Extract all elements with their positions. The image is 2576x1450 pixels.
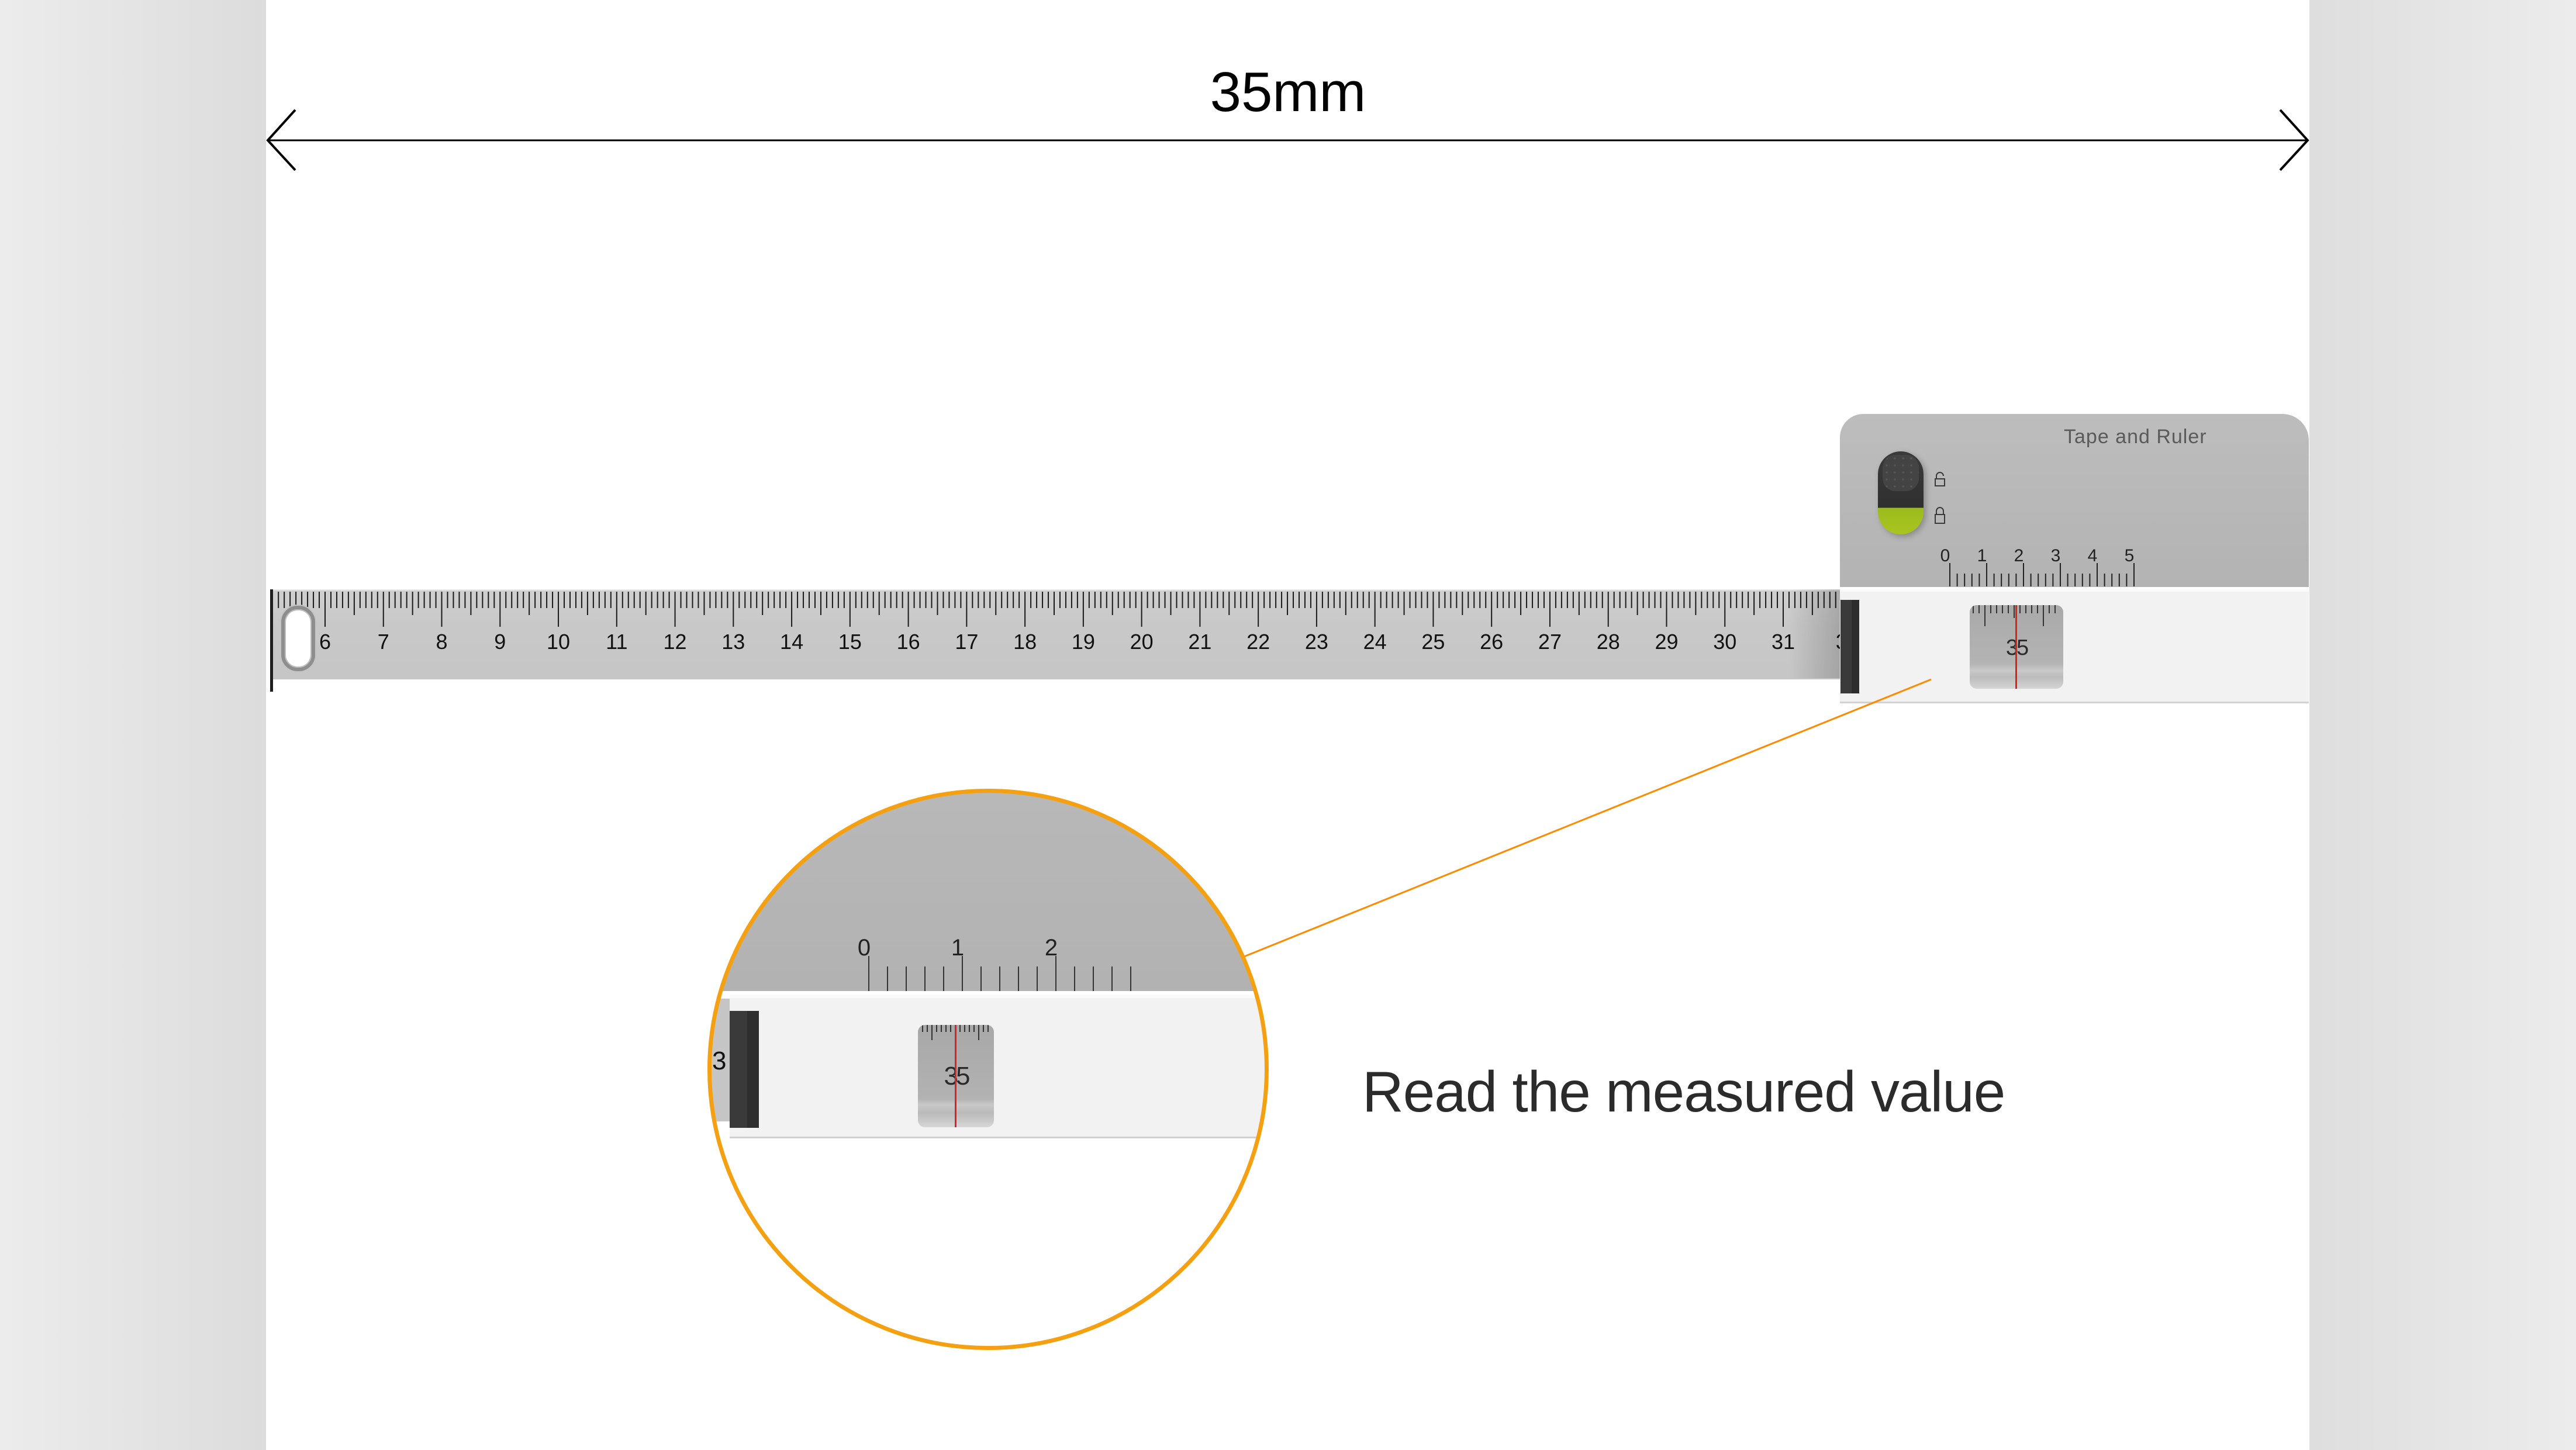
tape-tick-label: 21	[1188, 630, 1212, 654]
tape-tick-label: 8	[436, 630, 448, 654]
tape-tick-label: 12	[663, 630, 687, 654]
lock-icons	[1935, 472, 1945, 524]
lock-slider[interactable]	[1878, 451, 1924, 534]
left-margin	[0, 0, 266, 1450]
arrow-left-icon	[266, 109, 296, 171]
tape-tick-label: 7	[377, 630, 389, 654]
tape-tick-label: 6	[319, 630, 332, 654]
dimension-label: 35mm	[1210, 61, 1366, 123]
arrow-right-icon	[2279, 109, 2309, 171]
tape-tick-label: 20	[1130, 630, 1154, 654]
tape-tick-label: 10	[547, 630, 571, 654]
tape-tick-label: 28	[1596, 630, 1620, 654]
indicator-line	[2015, 605, 2017, 689]
slider-grip	[1883, 455, 1919, 491]
tape-tick-label: 9	[494, 630, 506, 654]
tape-tick-label: 29	[1655, 630, 1679, 654]
tape-tick-label: 16	[896, 630, 920, 654]
instruction-text: Read the measured value	[1362, 1059, 2005, 1124]
housing-ruler-label: 0	[1940, 546, 1950, 565]
unlock-icon	[1935, 472, 1945, 486]
housing-ruler-ticks	[1949, 563, 2135, 586]
tape-tick-label: 22	[1246, 630, 1270, 654]
tape-eyelet-icon	[281, 606, 315, 671]
housing-ruler-label: 1	[1977, 546, 1987, 565]
tape-tick-label: 30	[1713, 630, 1737, 654]
tape-clamp	[1841, 600, 1859, 693]
tape-tick-label: 24	[1363, 630, 1387, 654]
magnifier-ring	[707, 789, 1269, 1350]
tape-tick-label: 23	[1304, 630, 1328, 654]
tape-tick-label: 17	[955, 630, 979, 654]
diagram-canvas	[266, 0, 2309, 1450]
window-reading: 35	[1970, 636, 2063, 661]
lock-icon	[1935, 507, 1945, 524]
tape-ticks	[278, 592, 1836, 627]
housing-ruler-label: 2	[2014, 546, 2024, 565]
dimension-arrow	[266, 109, 2309, 171]
zoom-lock-slider	[733, 791, 772, 873]
tape-end-hook	[270, 589, 273, 692]
tape-tick-label: 31	[1771, 630, 1795, 654]
tape-tick-label: 13	[721, 630, 745, 654]
housing-ruler-label: 5	[2124, 546, 2135, 565]
housing-title: Tape and Ruler	[2064, 426, 2207, 448]
tape-tick-label: 26	[1480, 630, 1504, 654]
tape-tick-label: 27	[1538, 630, 1562, 654]
tape-tick-label: 15	[838, 630, 862, 654]
tape-tick-label: 11	[606, 630, 628, 654]
tape-tick-label: 19	[1071, 630, 1095, 654]
housing-ruler-label: 4	[2087, 546, 2098, 565]
tape-shadow	[1789, 589, 1842, 678]
housing-ruler-label: 3	[2050, 546, 2061, 565]
window-ticks	[1973, 605, 2056, 626]
measuring-tape[interactable]	[270, 589, 1843, 679]
reading-window: 35	[1970, 605, 2063, 689]
tape-tick-label: 18	[1013, 630, 1037, 654]
right-margin	[2309, 0, 2576, 1450]
tape-tick-label: 25	[1421, 630, 1445, 654]
tape-tick-label: 14	[780, 630, 804, 654]
